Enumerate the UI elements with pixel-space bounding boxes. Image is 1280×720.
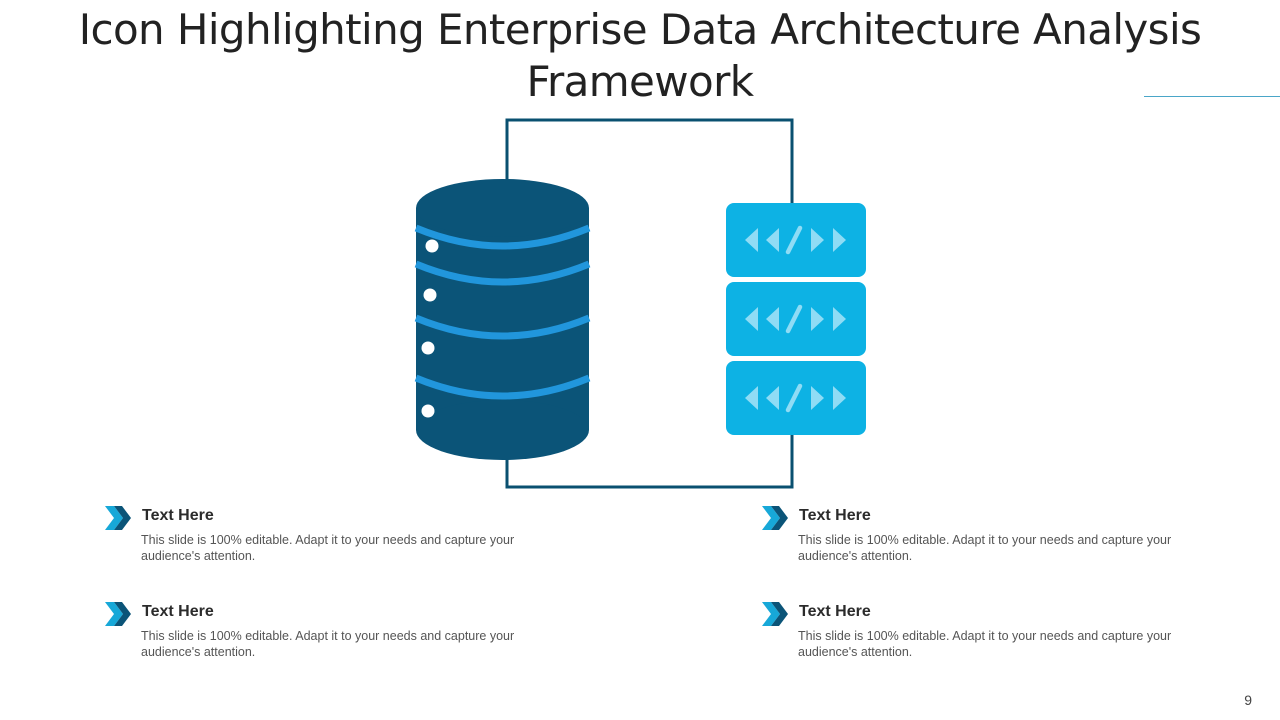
item-heading: Text Here bbox=[142, 603, 214, 620]
item-heading: Text Here bbox=[142, 507, 214, 524]
page-number: 9 bbox=[1244, 692, 1252, 708]
code-tag-icon bbox=[726, 203, 866, 435]
connector-frame bbox=[505, 118, 794, 489]
double-chevron-icon bbox=[105, 506, 131, 530]
item-body: This slide is 100% editable. Adapt it to… bbox=[141, 629, 515, 659]
item-heading: Text Here bbox=[799, 603, 871, 620]
item-heading: Text Here bbox=[799, 507, 871, 524]
code-block-3 bbox=[726, 361, 866, 435]
double-chevron-icon bbox=[762, 602, 788, 626]
item-body: This slide is 100% editable. Adapt it to… bbox=[141, 533, 515, 563]
accent-divider bbox=[1144, 96, 1280, 97]
db-light-3 bbox=[421, 341, 435, 355]
item-body: This slide is 100% editable. Adapt it to… bbox=[798, 629, 1172, 659]
slide-title: Icon Highlighting Enterprise Data Archit… bbox=[78, 5, 1202, 106]
item-body: This slide is 100% editable. Adapt it to… bbox=[798, 533, 1172, 563]
code-block-2 bbox=[726, 282, 866, 356]
database-icon bbox=[414, 179, 591, 460]
db-light-2 bbox=[423, 288, 437, 302]
double-chevron-icon bbox=[105, 602, 131, 626]
db-light-1 bbox=[425, 239, 439, 253]
double-chevron-icon bbox=[762, 506, 788, 530]
code-block-1 bbox=[726, 203, 866, 277]
db-light-4 bbox=[421, 404, 435, 418]
